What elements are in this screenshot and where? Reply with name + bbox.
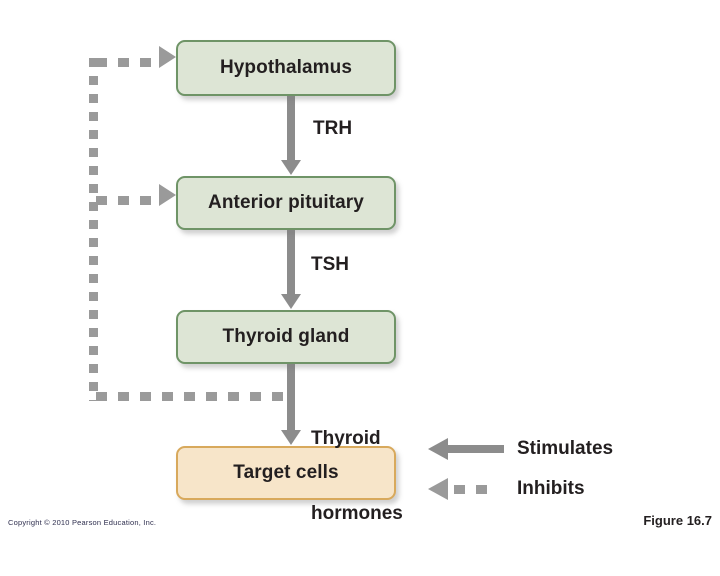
- arrow-head: [428, 438, 448, 460]
- arrow-head: [428, 478, 448, 500]
- pathway-label-thyroid-hormones-line2: hormones: [311, 503, 403, 524]
- legend-stimulates-label: Stimulates: [517, 438, 614, 459]
- node-target-cells: Target cells: [176, 446, 396, 500]
- pathway-label-trh: TRH: [313, 118, 353, 139]
- pathway-label-thyroid-hormones: Thyroid hormones: [311, 376, 403, 576]
- arrow-stem: [287, 230, 295, 295]
- copyright-notice: Copyright © 2010 Pearson Education, Inc.: [8, 518, 157, 527]
- legend-item-stimulates: Stimulates: [428, 438, 613, 460]
- arrow-stem: [287, 364, 295, 431]
- inhibit-arrowhead-hypothalamus-icon: [159, 46, 176, 68]
- figure-canvas: Hypothalamus Anterior pituitary Thyroid …: [8, 40, 712, 528]
- inhibit-arrowhead-anterior-pituitary-icon: [159, 184, 176, 206]
- arrow-thyroid-gland-to-target-cells-icon: [281, 364, 301, 446]
- arrow-dashes: [454, 485, 498, 494]
- node-hypothalamus-label: Hypothalamus: [219, 57, 353, 78]
- node-thyroid-gland: Thyroid gland: [176, 310, 396, 364]
- legend-stimulates-arrow-icon: [428, 438, 504, 460]
- node-target-cells-label: Target cells: [233, 462, 339, 483]
- legend-item-inhibits: Inhibits: [428, 478, 585, 500]
- pathway-label-thyroid-hormones-line1: Thyroid: [311, 428, 381, 449]
- figure-number-label: Figure 16.7: [643, 513, 712, 528]
- arrow-stem: [447, 445, 504, 453]
- node-anterior-pituitary-label: Anterior pituitary: [208, 192, 364, 213]
- feedback-inhibit-branch-hypothalamus: [96, 58, 162, 67]
- node-hypothalamus: Hypothalamus: [176, 40, 396, 96]
- arrow-head: [281, 294, 301, 309]
- node-thyroid-gland-label: Thyroid gland: [222, 326, 350, 347]
- pathway-label-tsh: TSH: [311, 254, 349, 275]
- arrow-head: [281, 430, 301, 445]
- arrow-anterior-pituitary-to-thyroid-gland-icon: [281, 230, 301, 310]
- feedback-inhibit-branch-thyroid-hormones: [96, 392, 292, 401]
- feedback-inhibit-rail: [89, 58, 98, 401]
- legend-inhibits-arrow-icon: [428, 478, 504, 500]
- feedback-inhibit-branch-anterior-pituitary: [96, 196, 162, 205]
- legend-inhibits-label: Inhibits: [517, 478, 585, 499]
- node-anterior-pituitary: Anterior pituitary: [176, 176, 396, 230]
- arrow-head: [281, 160, 301, 175]
- arrow-stem: [287, 96, 295, 161]
- arrow-hypothalamus-to-anterior-pituitary-icon: [281, 96, 301, 176]
